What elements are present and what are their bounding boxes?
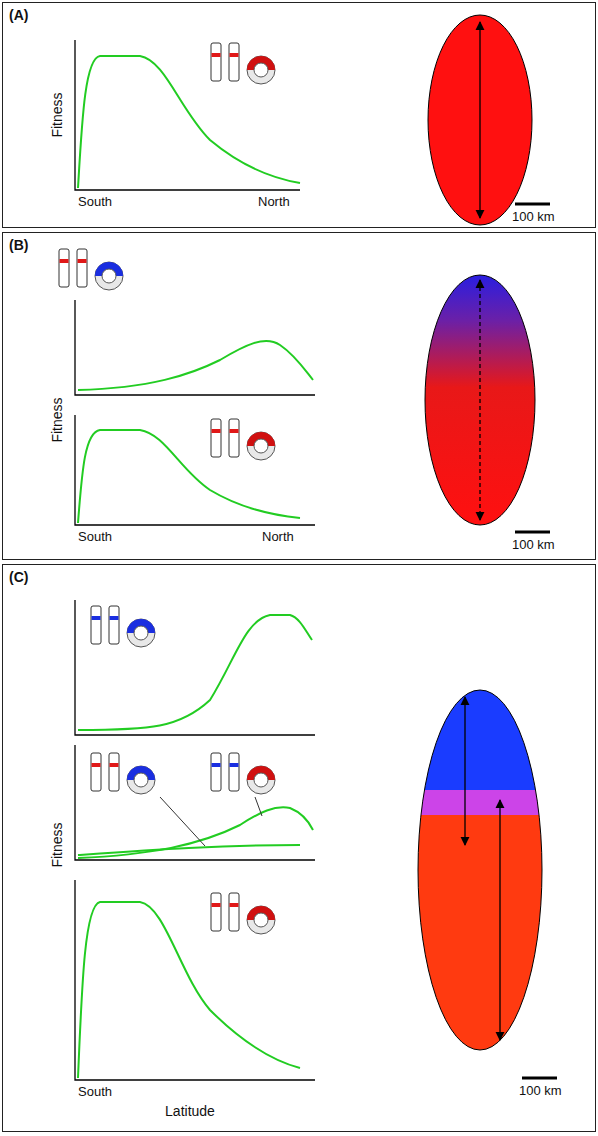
scale-label: 100 km [512,210,555,224]
figure-panel: (C) [2,564,596,1132]
scale-label: 100 km [519,1084,562,1098]
axis-tick-label: North [258,195,290,209]
axis-tick-label: North [262,530,294,544]
axis-title: Latitude [165,1104,215,1119]
panel-letter: (C) [9,569,28,585]
panel-letter: (B) [9,237,28,253]
axis-tick-label: South [78,1085,112,1099]
axis-label: Fitness [50,397,65,442]
figure-panel: (B) [2,232,596,560]
axis-label: Fitness [50,822,65,867]
panel-letter: (A) [9,7,28,23]
axis-tick-label: South [78,195,112,209]
axis-tick-label: South [78,530,112,544]
axis-label: Fitness [50,92,65,137]
scale-label: 100 km [512,538,555,552]
